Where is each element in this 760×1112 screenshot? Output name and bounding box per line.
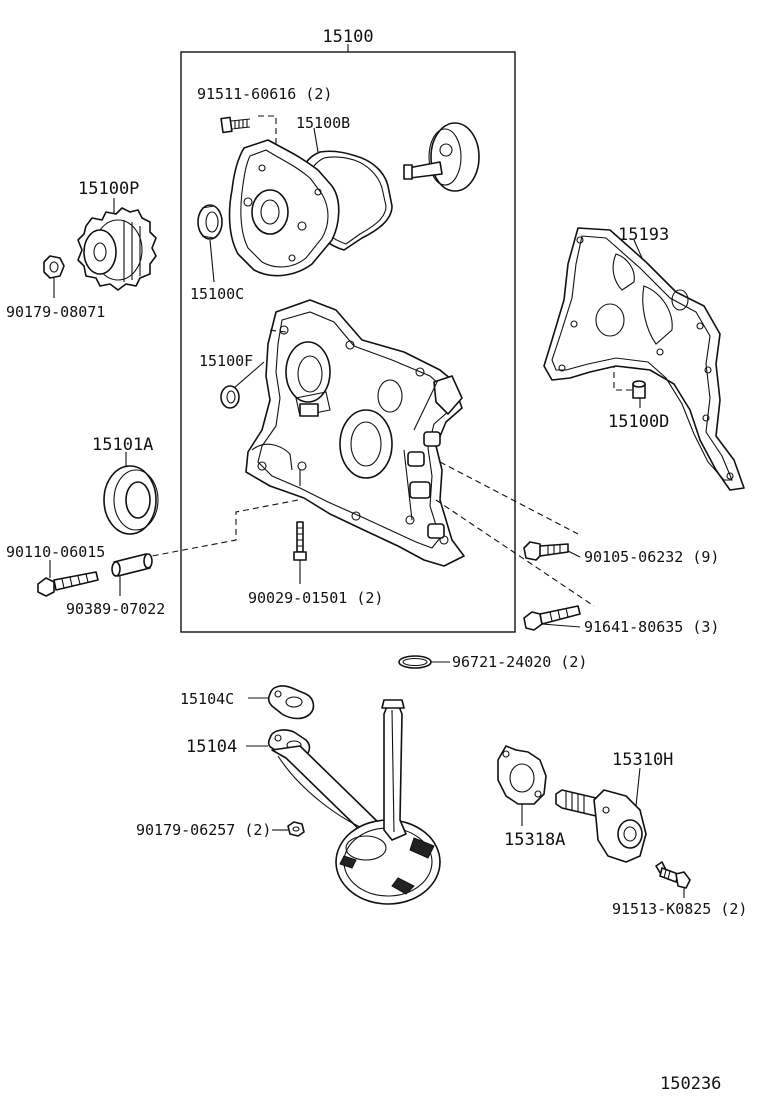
label-oring: 96721-24020 (2): [452, 653, 587, 671]
valve-icon: [555, 789, 647, 863]
nut-icon: [287, 821, 305, 837]
bolt-icon: [523, 541, 569, 561]
label-bolt-top: 91511-60616 (2): [197, 85, 332, 103]
bolt-icon: [220, 116, 251, 134]
label-gear-p: 15100P: [78, 179, 139, 199]
label-gasket-cooler: 15318A: [504, 830, 565, 850]
assembly-box: 15100: [180, 27, 516, 633]
nut-icon: [43, 255, 65, 279]
seal-icon: [103, 465, 159, 535]
label-bolt-valve: 91513-K0825 (2): [612, 900, 747, 918]
label-strainer: 15104: [186, 737, 237, 757]
bolt-icon: [655, 861, 691, 889]
gear-icon: [77, 207, 157, 291]
seal-icon: [197, 204, 223, 240]
oring-icon: [398, 655, 432, 669]
bolt-icon: [523, 605, 581, 631]
label-pin-d: 15100D: [608, 412, 669, 432]
label-relief-valve: 15310H: [612, 750, 673, 770]
label-pin-left: 90389-07022: [66, 600, 165, 618]
seal-icon: [220, 385, 240, 409]
label-bolt-right1: 90105-06232 (9): [584, 548, 719, 566]
label-oil-seal: 15101A: [92, 435, 153, 455]
gear-icon: [403, 122, 480, 192]
label-nut-strainer: 90179-06257 (2): [136, 821, 271, 839]
bolt-icon: [37, 571, 99, 597]
pump-cover-icon: [228, 139, 340, 277]
pin-icon: [632, 380, 646, 399]
label-stud: 90029-01501 (2): [248, 589, 383, 607]
assembly-number-label: 15100: [322, 27, 373, 47]
strainer-icon: [267, 699, 441, 905]
bolt-icon: [293, 521, 307, 561]
pin-icon: [111, 553, 153, 577]
gasket-icon: [497, 745, 547, 805]
label-seal-f: 15100F: [199, 352, 253, 370]
label-seal-c: 15100C: [190, 285, 244, 303]
label-bolt-left: 90110-06015: [6, 543, 105, 561]
gasket-icon: [543, 227, 745, 491]
label-gasket-b: 15100B: [296, 114, 350, 132]
figure-number: 150236: [660, 1074, 721, 1094]
oil-pump-body-icon: [245, 299, 465, 567]
label-gasket-strainer: 15104C: [180, 690, 234, 708]
label-gasket-cover: 15193: [618, 225, 669, 245]
label-bolt-right2: 91641-80635 (3): [584, 618, 719, 636]
label-nut-gear: 90179-08071: [6, 303, 105, 321]
gasket-icon: [267, 685, 315, 720]
